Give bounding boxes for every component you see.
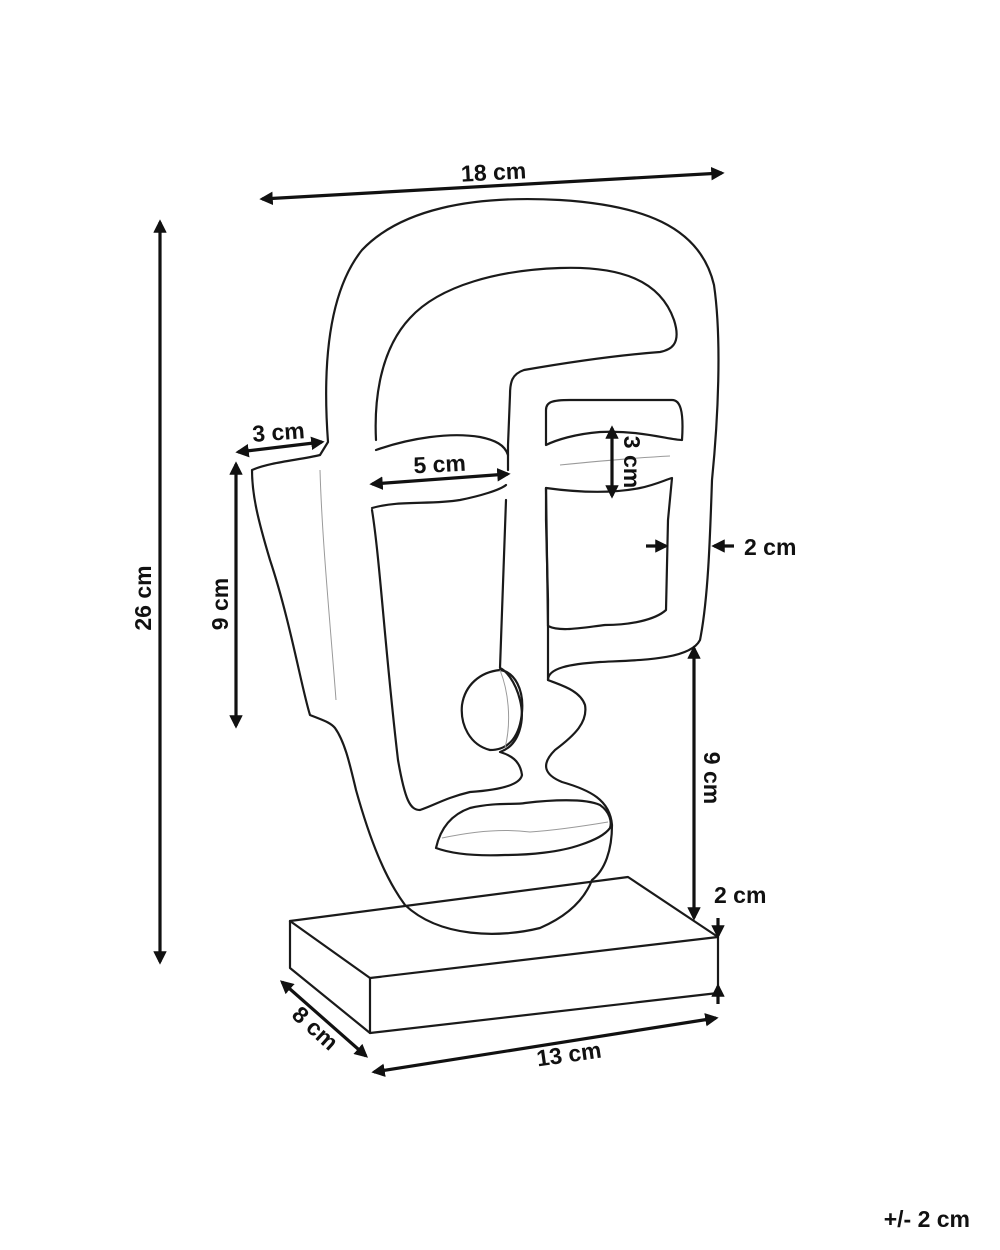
base-width-13cm-arrow xyxy=(371,1013,719,1077)
right-eye-window xyxy=(544,476,674,631)
lips xyxy=(434,799,612,857)
face-sculpture-illustration xyxy=(250,197,720,1035)
lower-height-9cm-label: 9 cm xyxy=(699,752,725,804)
width-18cm-label: 18 cm xyxy=(460,157,526,186)
right-eye-top xyxy=(544,398,684,447)
forehead-frame xyxy=(374,266,678,472)
frame-thickness-2cm-label: 2 cm xyxy=(744,534,796,560)
eye-width-5cm-arrow xyxy=(369,468,511,490)
dimension-arrows xyxy=(153,166,734,1077)
height-26cm-label: 26 cm xyxy=(130,565,156,630)
head-outer-contour xyxy=(250,197,720,935)
lips-center-line xyxy=(441,821,609,839)
eye-divider xyxy=(544,486,550,682)
base-width-13cm-label: 13 cm xyxy=(535,1037,603,1072)
base-depth-8cm-label: 8 cm xyxy=(287,1001,343,1055)
nose-guide-line xyxy=(499,669,510,749)
base-depth-8cm-arrow xyxy=(279,980,369,1058)
eye-height-3cm-label: 3 cm xyxy=(619,436,645,488)
left-width-3cm-arrow xyxy=(235,436,325,458)
left-cheek-line xyxy=(370,498,524,812)
left-eye-lid xyxy=(370,483,508,510)
eye-guide-line xyxy=(559,455,671,466)
width-18cm-arrow xyxy=(259,166,725,206)
eye-width-5cm-label: 5 cm xyxy=(413,450,467,479)
cheek-guide-line xyxy=(319,469,337,701)
sculpture-base xyxy=(288,875,720,1035)
tolerance-label: +/- 2 cm xyxy=(884,1206,970,1232)
left-eye-top xyxy=(374,434,510,457)
left-width-3cm-label: 3 cm xyxy=(251,417,305,447)
dimension-labels: 18 cm 26 cm 3 cm 9 cm 5 cm 3 cm 2 cm 9 c… xyxy=(130,157,970,1232)
base-height-2cm-label: 2 cm xyxy=(714,882,766,908)
left-height-9cm-label: 9 cm xyxy=(207,578,233,630)
